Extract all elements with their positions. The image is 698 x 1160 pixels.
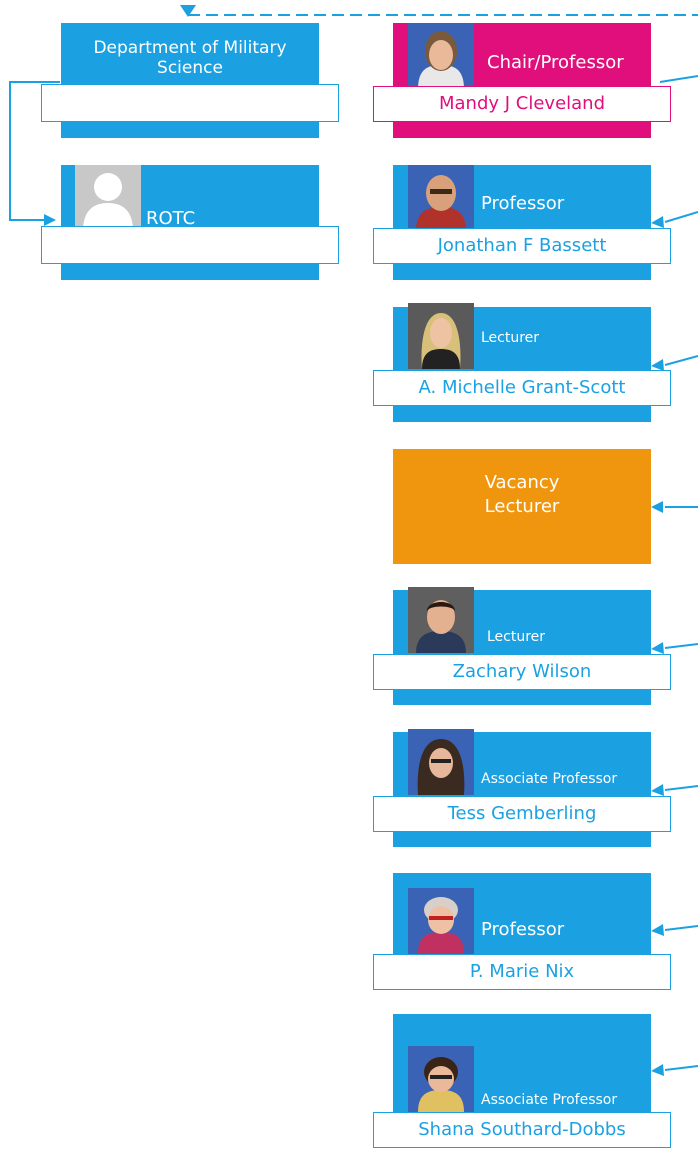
rotc-name-box [41,226,339,264]
person-title-nix: Professor [481,919,565,940]
person-name-southard-dobbs: Shana Southard-Dobbs [373,1112,671,1148]
person-name-gemberling: Tess Gemberling [373,796,671,832]
vacancy-label: Vacancy Lecturer [393,471,651,519]
person-photo-icon [408,165,474,231]
person-photo-icon [408,587,474,653]
person-title-chair: Chair/Professor [487,52,624,73]
person-name-wilson: Zachary Wilson [373,654,671,690]
person-name-bassett: Jonathan F Bassett [373,228,671,264]
vacancy-line1: Vacancy [484,472,560,493]
vacancy-line2: Lecturer [484,496,560,517]
person-title-southard-dobbs: Associate Professor [481,1092,618,1108]
person-title-gemberling: Associate Professor [481,771,618,787]
department-title-line2: Science [157,58,223,78]
person-photo-icon [408,729,474,795]
rotc-title: ROTC [146,208,196,229]
person-photo-icon [408,303,474,369]
person-title-grant-scott: Lecturer [481,330,540,346]
department-title: Department of Military Science [61,38,319,78]
department-title-line1: Department of Military [93,38,287,58]
person-photo-icon [408,888,474,954]
vacancy-card [393,449,651,564]
person-name-nix: P. Marie Nix [373,954,671,990]
person-silhouette-icon [75,165,141,231]
person-name-grant-scott: A. Michelle Grant-Scott [373,370,671,406]
person-title-bassett: Professor [481,193,565,214]
person-photo-icon [408,23,474,89]
person-name-chair: Mandy J Cleveland [373,86,671,122]
person-photo-icon [408,1046,474,1112]
person-title-wilson: Lecturer [487,629,546,645]
department-name-box [41,84,339,122]
